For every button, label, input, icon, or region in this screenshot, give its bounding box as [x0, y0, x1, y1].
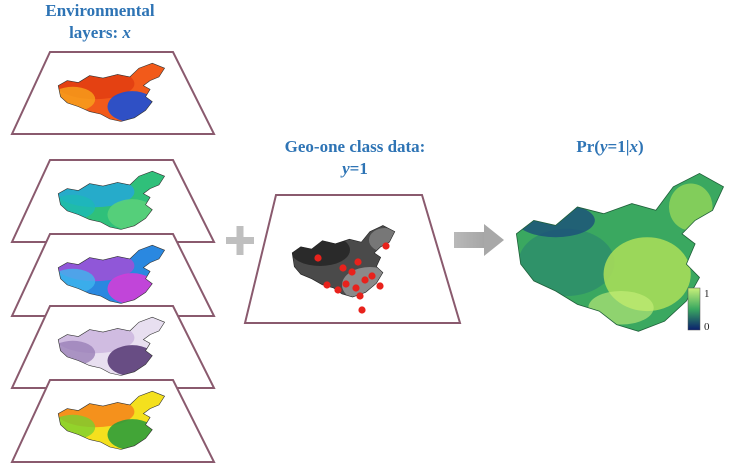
presence-point	[376, 282, 383, 289]
presence-point	[382, 242, 389, 249]
presence-point	[342, 280, 349, 287]
presence-point	[361, 276, 368, 283]
legend-min-label: 0	[704, 321, 710, 333]
presence-point	[323, 281, 330, 288]
probability-legend	[688, 288, 700, 330]
plus-sign-icon	[226, 226, 254, 255]
presence-point	[339, 264, 346, 271]
presence-point	[354, 258, 361, 265]
presence-point	[314, 254, 321, 261]
presence-point	[348, 268, 355, 275]
environmental-layer-stack	[12, 52, 214, 462]
presence-point	[352, 284, 359, 291]
legend-max-label: 1	[704, 288, 710, 300]
precipitation-layer	[12, 160, 214, 242]
presence-point	[358, 306, 365, 313]
presence-data-panel	[245, 195, 460, 323]
presence-point	[356, 292, 363, 299]
vegetation-layer	[12, 380, 214, 462]
landcover-layer	[12, 306, 214, 388]
presence-point	[368, 272, 375, 279]
temperature-layer	[12, 52, 214, 134]
presence-point	[334, 286, 341, 293]
elevation-layer	[12, 234, 214, 316]
probability-colorbar	[688, 288, 700, 330]
arrow-right-icon	[454, 224, 504, 256]
